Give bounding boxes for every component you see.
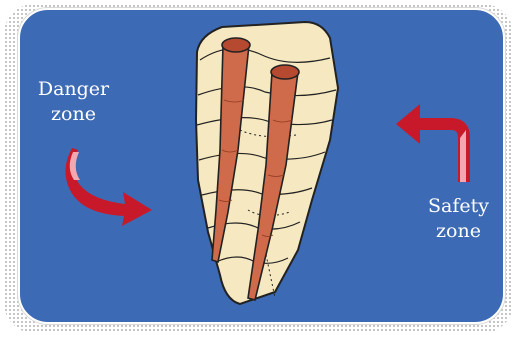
safety-label-line1: Safety bbox=[411, 194, 506, 219]
danger-label-line1: Danger bbox=[26, 77, 121, 102]
safety-label-line2: zone bbox=[411, 219, 506, 244]
safety-zone-arrow bbox=[396, 104, 470, 182]
danger-zone-label: Danger zone bbox=[26, 77, 121, 127]
danger-label-line2: zone bbox=[26, 102, 121, 127]
safety-zone-label: Safety zone bbox=[411, 194, 506, 244]
danger-zone-arrow bbox=[65, 148, 152, 226]
